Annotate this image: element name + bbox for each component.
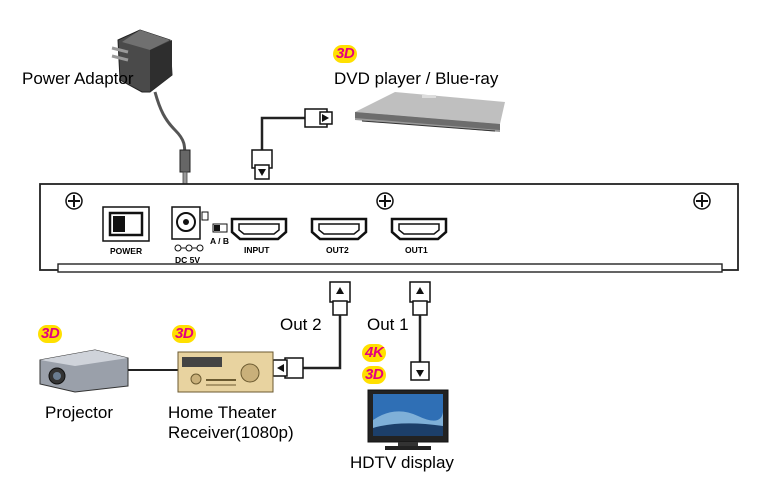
receiver-label-line1: Home Theater	[168, 403, 277, 422]
receiver-icon	[177, 351, 274, 393]
hdmi-port-out1-icon	[390, 217, 448, 241]
out1-label: Out 1	[367, 315, 409, 334]
panel-ab-label: A / B	[210, 236, 230, 246]
power-adaptor-icon	[111, 29, 173, 93]
out1-cable	[409, 281, 431, 381]
projector-icon	[39, 349, 129, 393]
power-switch-icon	[102, 206, 150, 242]
input-cable	[260, 116, 305, 160]
hdtv-4k-badge: 4K	[362, 344, 387, 362]
dvd-player-label: DVD player / Blue-ray	[334, 69, 499, 88]
hdtv-label: HDTV display	[350, 453, 454, 472]
power-adaptor-label: Power Adaptor	[22, 69, 134, 88]
hdmi-port-out2-icon	[310, 217, 368, 241]
dc-jack-icon	[171, 206, 209, 240]
out2-label: Out 2	[280, 315, 322, 334]
receiver-3d-badge: 3D	[172, 325, 197, 343]
dc-polarity-icon	[174, 244, 204, 252]
out2-cable	[272, 281, 351, 379]
panel-power-label: POWER	[110, 246, 143, 256]
receiver-label-line2: Receiver(1080p)	[168, 423, 294, 442]
projector-3d-badge: 3D	[38, 325, 63, 343]
panel-input-label: INPUT	[244, 245, 270, 255]
hdtv-3d-badge: 3D	[362, 366, 387, 384]
panel-out2-label: OUT2	[326, 245, 349, 255]
ab-switch-icon	[212, 223, 228, 233]
panel-out1-label: OUT1	[405, 245, 428, 255]
hdmi-splitter-device	[39, 183, 739, 273]
dvd-3d-badge: 3D	[333, 45, 358, 63]
dc-plug-icon	[179, 149, 191, 173]
projector-label: Projector	[45, 403, 114, 422]
hdmi-port-input-icon	[230, 217, 288, 241]
dvd-player-icon	[355, 92, 505, 132]
hdtv-icon	[367, 389, 449, 450]
power-cable	[153, 91, 187, 161]
panel-dc-label: DC 5V	[175, 255, 201, 265]
